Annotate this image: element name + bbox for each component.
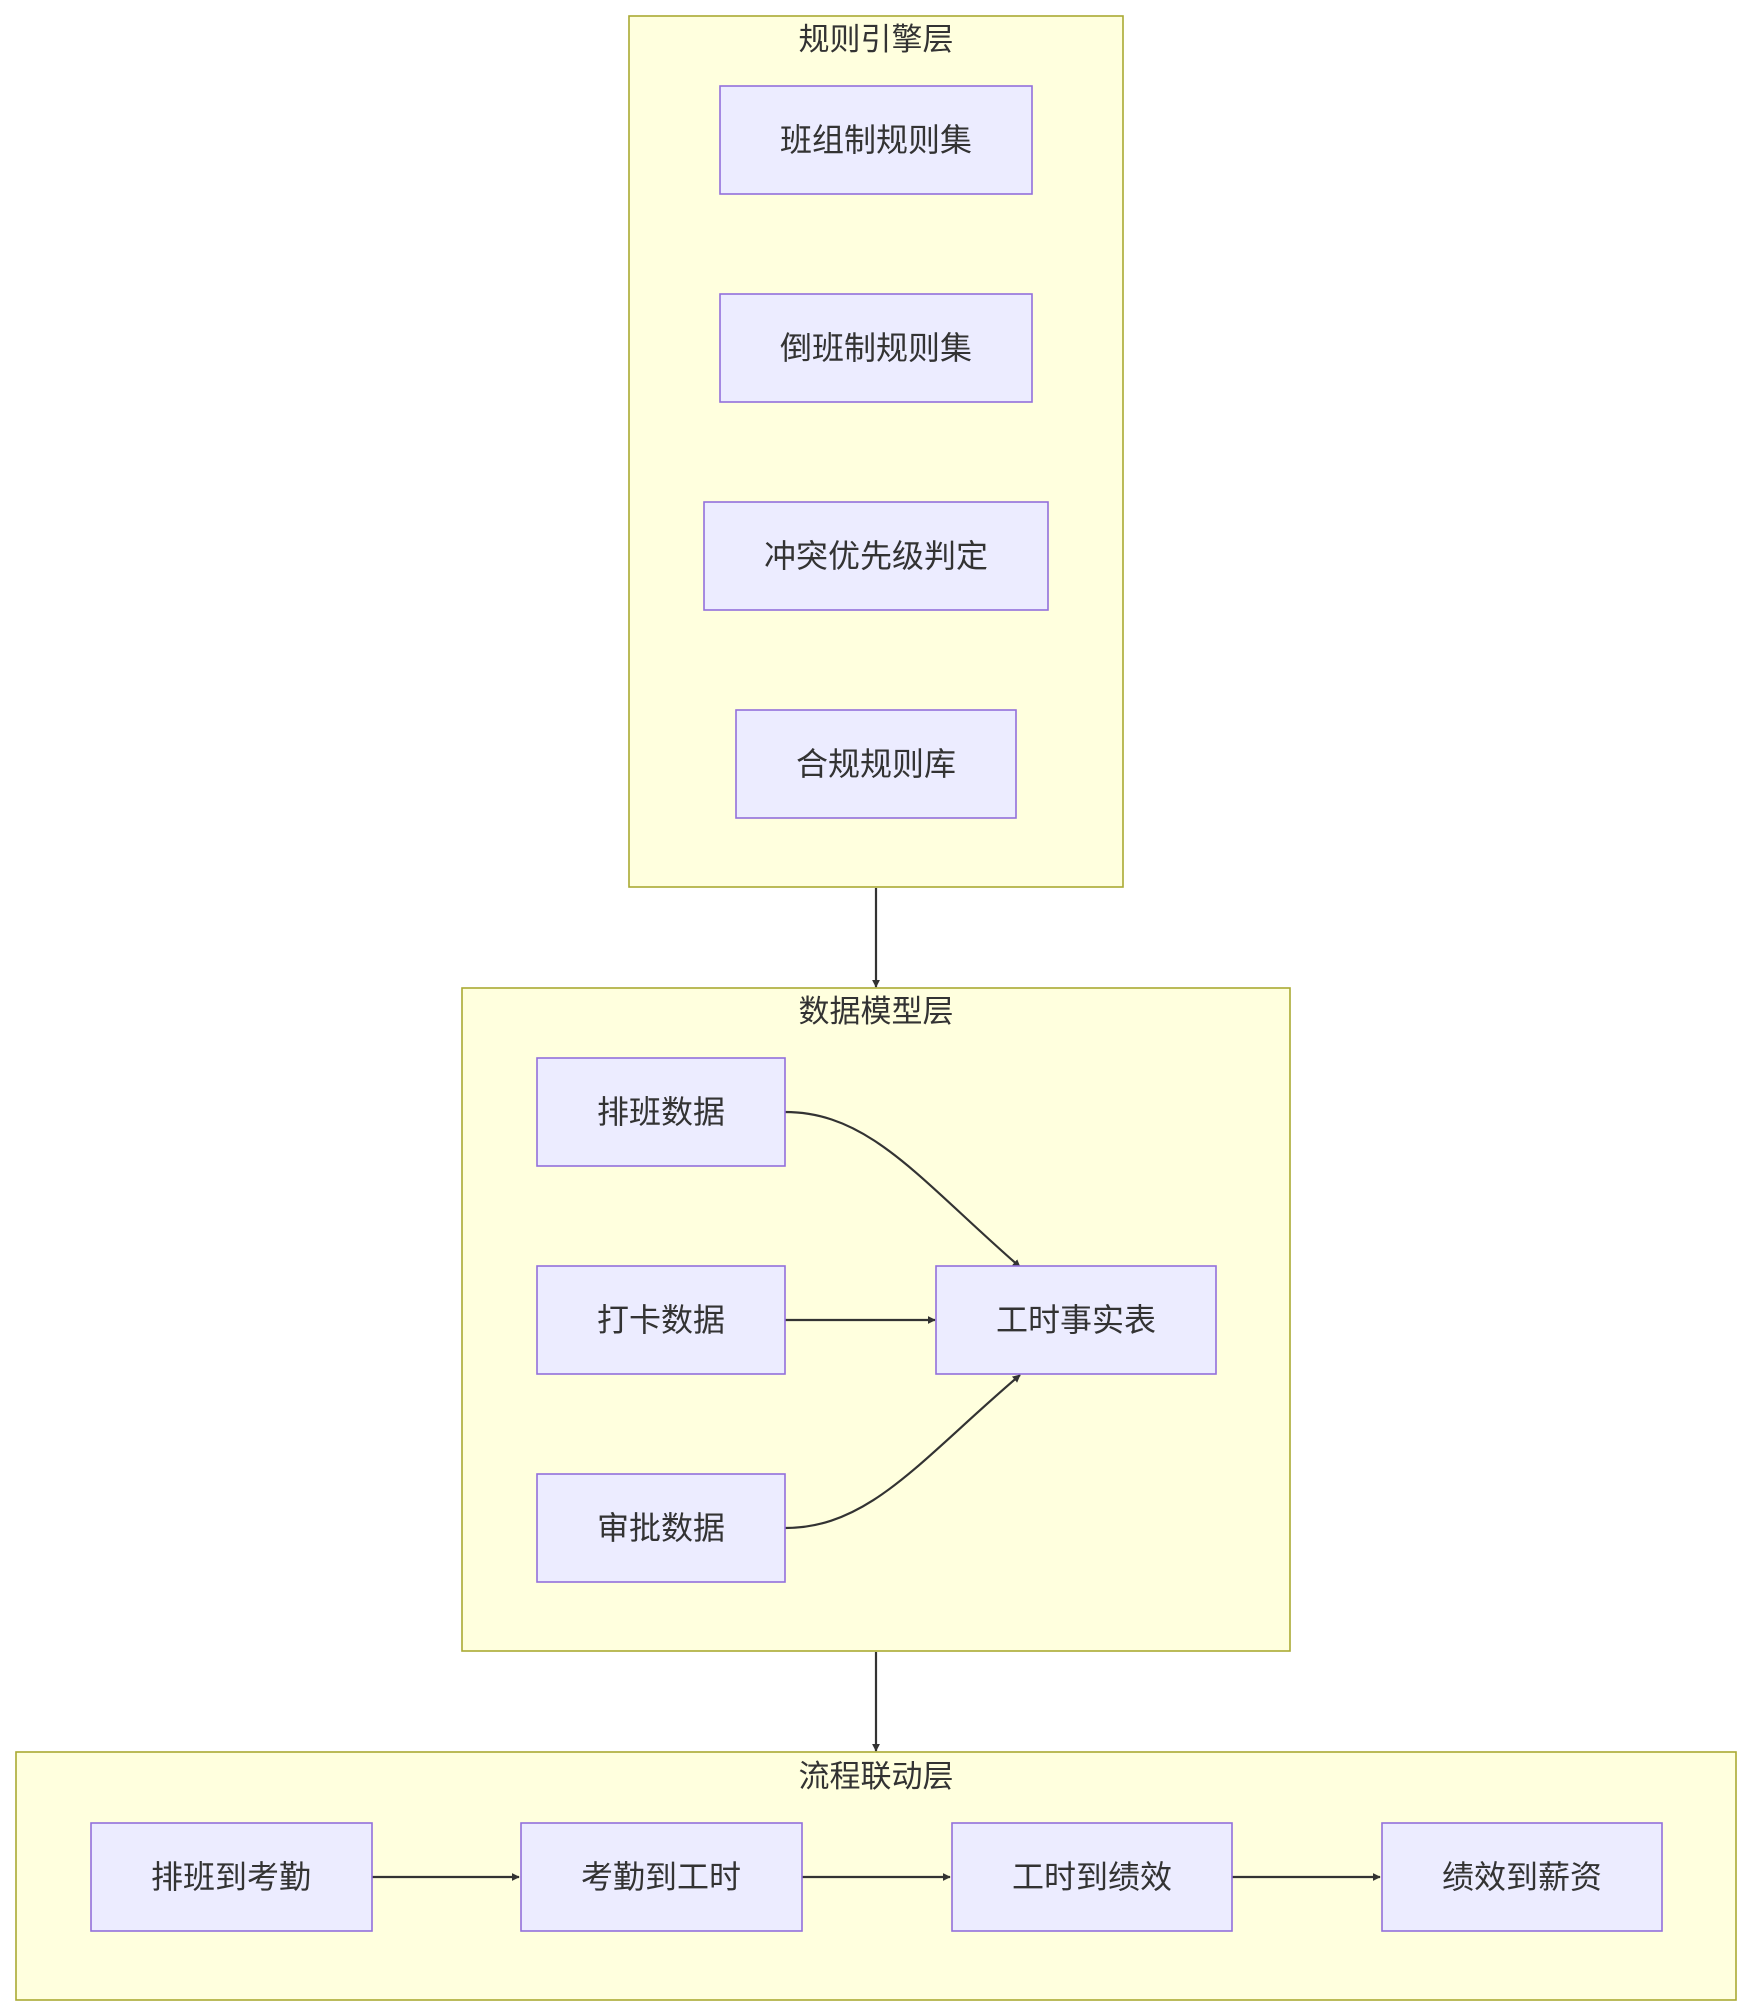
rule-node: 冲突优先级判定 [703, 501, 1049, 611]
process-node-label: 绩效到薪资 [1442, 1858, 1602, 1896]
process-node: 考勤到工时 [520, 1822, 803, 1932]
data-node-clock-box [536, 1265, 786, 1375]
cluster-data-model-title: 数据模型层 [799, 994, 954, 1030]
data-node-schedule-box [536, 1057, 786, 1167]
process-node-box [1381, 1822, 1663, 1932]
data-node-schedule: 排班数据 [536, 1057, 786, 1167]
data-node-schedule-label: 排班数据 [597, 1093, 725, 1131]
process-node-box [90, 1822, 373, 1932]
rule-node-label: 班组制规则集 [780, 121, 972, 159]
data-node-approval-box [536, 1473, 786, 1583]
rule-node-box [735, 709, 1017, 819]
edge-approval-to-fact [784, 1374, 1021, 1530]
data-node-fact-table-box [935, 1265, 1217, 1375]
process-node-label: 考勤到工时 [581, 1858, 741, 1896]
edges [372, 888, 1381, 1881]
rule-node-label: 冲突优先级判定 [764, 537, 988, 575]
process-node-box [951, 1822, 1233, 1932]
rule-node: 班组制规则集 [719, 85, 1033, 195]
rule-node: 合规规则库 [735, 709, 1017, 819]
process-node-label: 工时到绩效 [1012, 1858, 1172, 1896]
process-node-box [520, 1822, 803, 1932]
rule-node-label: 倒班制规则集 [780, 329, 972, 367]
data-node-approval-label: 审批数据 [597, 1509, 725, 1547]
data-node-clock: 打卡数据 [536, 1265, 786, 1375]
cluster-process-title: 流程联动层 [799, 1759, 954, 1795]
process-node-label: 排班到考勤 [151, 1858, 311, 1896]
cluster-rule-engine-title: 规则引擎层 [799, 22, 954, 58]
edge-schedule-to-fact [784, 1110, 1021, 1268]
process-node: 工时到绩效 [951, 1822, 1233, 1932]
rule-node-box [703, 501, 1049, 611]
process-node: 排班到考勤 [90, 1822, 373, 1932]
rule-node-box [719, 85, 1033, 195]
data-node-approval: 审批数据 [536, 1473, 786, 1583]
rule-node-label: 合规规则库 [796, 745, 956, 783]
rule-node-box [719, 293, 1033, 403]
data-node-fact-table: 工时事实表 [935, 1265, 1217, 1375]
rule-node: 倒班制规则集 [719, 293, 1033, 403]
data-node-clock-label: 打卡数据 [597, 1301, 725, 1339]
data-node-fact-table-label: 工时事实表 [996, 1301, 1156, 1339]
process-node: 绩效到薪资 [1381, 1822, 1663, 1932]
